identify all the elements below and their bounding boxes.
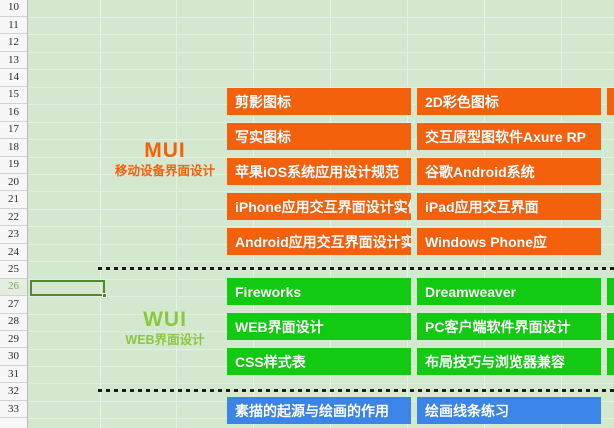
category-name: 移动设备界面设计 (114, 164, 215, 179)
row-header-17[interactable]: 17 (0, 121, 27, 140)
section-separator-wui-drawing (98, 389, 614, 392)
row-header-22[interactable]: 22 (0, 208, 27, 227)
grid-row-line (0, 86, 614, 88)
grid-row-line (0, 156, 614, 158)
row-header-11[interactable]: 11 (0, 16, 27, 35)
topic-tag[interactable]: CSS样式表 (227, 348, 411, 375)
row-header-29[interactable]: 29 (0, 331, 27, 349)
topic-tag[interactable]: 素描的起源与绘画的作用 (227, 397, 411, 424)
topic-tag[interactable]: 绘画线条练习 (417, 397, 601, 424)
selection-fill-handle[interactable] (102, 293, 107, 299)
row-header-23[interactable]: 23 (0, 226, 27, 244)
grid-row-line (0, 69, 614, 71)
category-label-wui: WUI WEB界面设计 (106, 307, 224, 349)
topic-tag[interactable]: Windows Phone应 (417, 228, 601, 255)
row-header-28[interactable]: 28 (0, 313, 27, 332)
grid-row-line (0, 191, 614, 193)
topic-tag[interactable]: 布局技巧与浏览器兼容 (417, 348, 601, 375)
row-header-13[interactable]: 13 (0, 51, 27, 70)
category-name: WEB界面设计 (125, 333, 205, 348)
row-header-15[interactable]: 15 (0, 86, 27, 105)
topic-tag[interactable]: ( (607, 313, 614, 340)
grid-row-line (0, 226, 614, 228)
row-header-26[interactable]: 26 (0, 278, 27, 297)
row-header-10[interactable]: 10 (0, 0, 27, 17)
topic-tag[interactable]: WEB界面设计 (227, 313, 411, 340)
category-abbr: WUI (143, 308, 187, 331)
row-header-30[interactable]: 30 (0, 348, 27, 366)
topic-tag[interactable]: Dreamweaver (417, 278, 601, 305)
topic-tag[interactable]: 2D彩色图标 (417, 88, 601, 115)
topic-tag[interactable]: Android应用交互界面设计实例 (227, 228, 411, 255)
topic-tag[interactable]: F (607, 278, 614, 305)
row-header-31[interactable]: 31 (0, 365, 27, 384)
topic-tag[interactable]: iPhone应用交互界面设计实例 (227, 193, 411, 220)
grid-row-line (0, 34, 614, 36)
topic-tag[interactable]: 交互原型图软件Axure RP (417, 123, 601, 150)
row-header-12[interactable]: 12 (0, 34, 27, 52)
row-header-27[interactable]: 27 (0, 296, 27, 314)
row-header-21[interactable]: 21 (0, 191, 27, 209)
selected-cell-outline[interactable] (30, 279, 105, 297)
topic-tag[interactable]: 苹果iOS系统应用设计规范 (227, 158, 411, 185)
row-header-19[interactable]: 19 (0, 156, 27, 174)
row-header-16[interactable]: 16 (0, 104, 27, 122)
grid-row-line (0, 121, 614, 123)
grid-row-line (0, 261, 614, 263)
topic-tag[interactable]: 谷歌Android系统 (417, 158, 601, 185)
topic-tag[interactable]: iPad应用交互界面 (417, 193, 601, 220)
section-separator-mui-wui (98, 267, 614, 270)
grid-row-line (0, 51, 614, 53)
row-header-14[interactable]: 14 (0, 69, 27, 87)
topic-tag[interactable]: Fireworks (227, 278, 411, 305)
row-header-25[interactable]: 25 (0, 261, 27, 279)
row-header-18[interactable]: 18 (0, 139, 27, 157)
category-abbr: MUI (144, 139, 186, 162)
topic-tag[interactable]: 写实图标 (227, 123, 411, 150)
row-header-32[interactable]: 32 (0, 383, 27, 401)
grid-row-line (0, 16, 614, 18)
row-header-24[interactable]: 24 (0, 243, 27, 262)
topic-tag[interactable]: PC客户端软件界面设计 (417, 313, 601, 340)
topic-tag[interactable]: 3 (607, 88, 614, 115)
grid-column-line (176, 0, 177, 428)
topic-tag[interactable]: P (607, 348, 614, 375)
grid-row-line (0, 383, 614, 385)
row-header-20[interactable]: 20 (0, 174, 27, 192)
grid-column-line (100, 0, 101, 428)
topic-tag[interactable]: 剪影图标 (227, 88, 411, 115)
row-header-33[interactable]: 33 (0, 400, 27, 419)
category-label-mui: MUI 移动设备界面设计 (106, 138, 224, 180)
